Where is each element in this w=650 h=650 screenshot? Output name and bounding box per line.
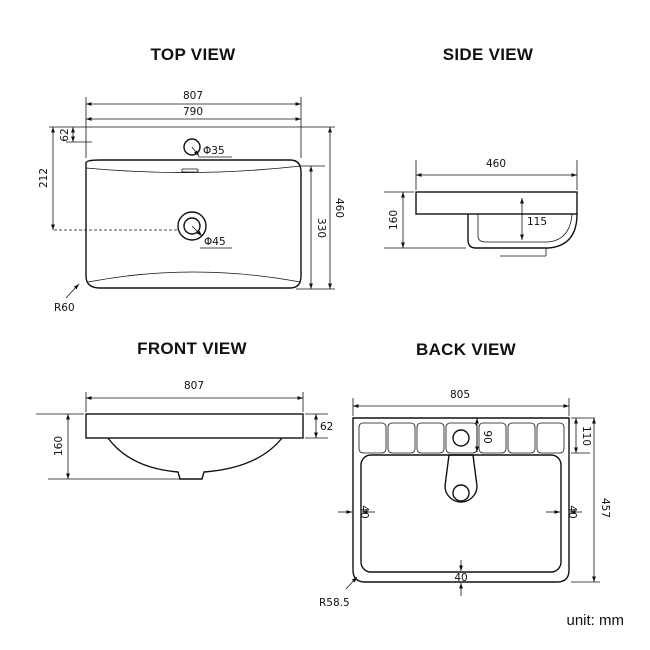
back-view-title: BACK VIEW [416,340,517,359]
top-view-drain-offset-label: 212 [38,168,50,188]
front-view-title: FRONT VIEW [137,339,247,358]
top-view-overall-width-label: 807 [183,90,203,102]
side-view: SIDE VIEW 460 160 115 [384,45,578,257]
top-view-overall-depth-label: 460 [333,198,345,218]
front-view-height-label: 160 [53,436,65,456]
back-view-drain-channel [444,454,478,503]
back-view-inner-bowl [360,454,562,573]
top-view: TOP VIEW Φ35 Φ45 807 790 [38,45,345,314]
back-view-tap-hole [452,429,470,447]
front-view-rim [85,413,304,439]
side-view-bowl-drop-label: 115 [527,216,547,228]
back-view: BACK VIEW 805 90 110 [319,340,611,609]
back-view-right-margin-label: 40 [566,505,578,518]
top-view-drain-hole-label: Φ45 [204,236,226,248]
back-view-top-band-label: 110 [580,426,592,446]
top-view-overflow-slot [181,168,199,173]
back-view-bottom-margin-label: 40 [454,572,467,584]
back-view-drain-hole [452,484,470,502]
back-view-top-cells [358,422,565,454]
top-view-tap-hole-label: Φ35 [203,145,225,157]
top-view-drain-hole-outer [177,211,207,241]
side-view-depth-label: 460 [486,158,506,170]
back-view-depth-label: 457 [599,498,611,518]
back-view-tap-depth-label: 90 [481,430,493,443]
side-view-height-label: 160 [388,210,400,230]
top-view-bowl-top-curve [85,165,302,173]
top-view-inner-width-label: 790 [183,106,203,118]
back-view-width-label: 805 [450,389,470,401]
unit-label: unit: mm [566,612,624,629]
front-view-bowl [107,437,283,480]
side-view-rim [415,191,578,215]
back-view-corner-radius-label: R58.5 [319,597,350,609]
front-view-width-label: 807 [184,380,204,392]
top-view-tap-offset-label: 62 [59,128,71,141]
top-view-inner-depth-label: 330 [315,218,327,238]
back-view-outer [352,417,570,583]
back-view-left-margin-label: 40 [358,505,370,518]
side-view-bowl-inner [477,213,573,243]
front-view: FRONT VIEW 807 160 62 [36,339,333,480]
top-view-bowl-bottom-curve [87,271,301,283]
top-view-rim-outline [85,159,302,289]
top-view-corner-radius-label: R60 [54,302,75,314]
top-view-tap-hole [183,138,201,156]
side-view-bowl-outer [467,213,578,249]
side-view-title: SIDE VIEW [443,45,534,64]
top-view-drain-hole-inner [183,217,201,235]
top-view-title: TOP VIEW [151,45,237,64]
front-view-rim-label: 62 [320,421,333,433]
